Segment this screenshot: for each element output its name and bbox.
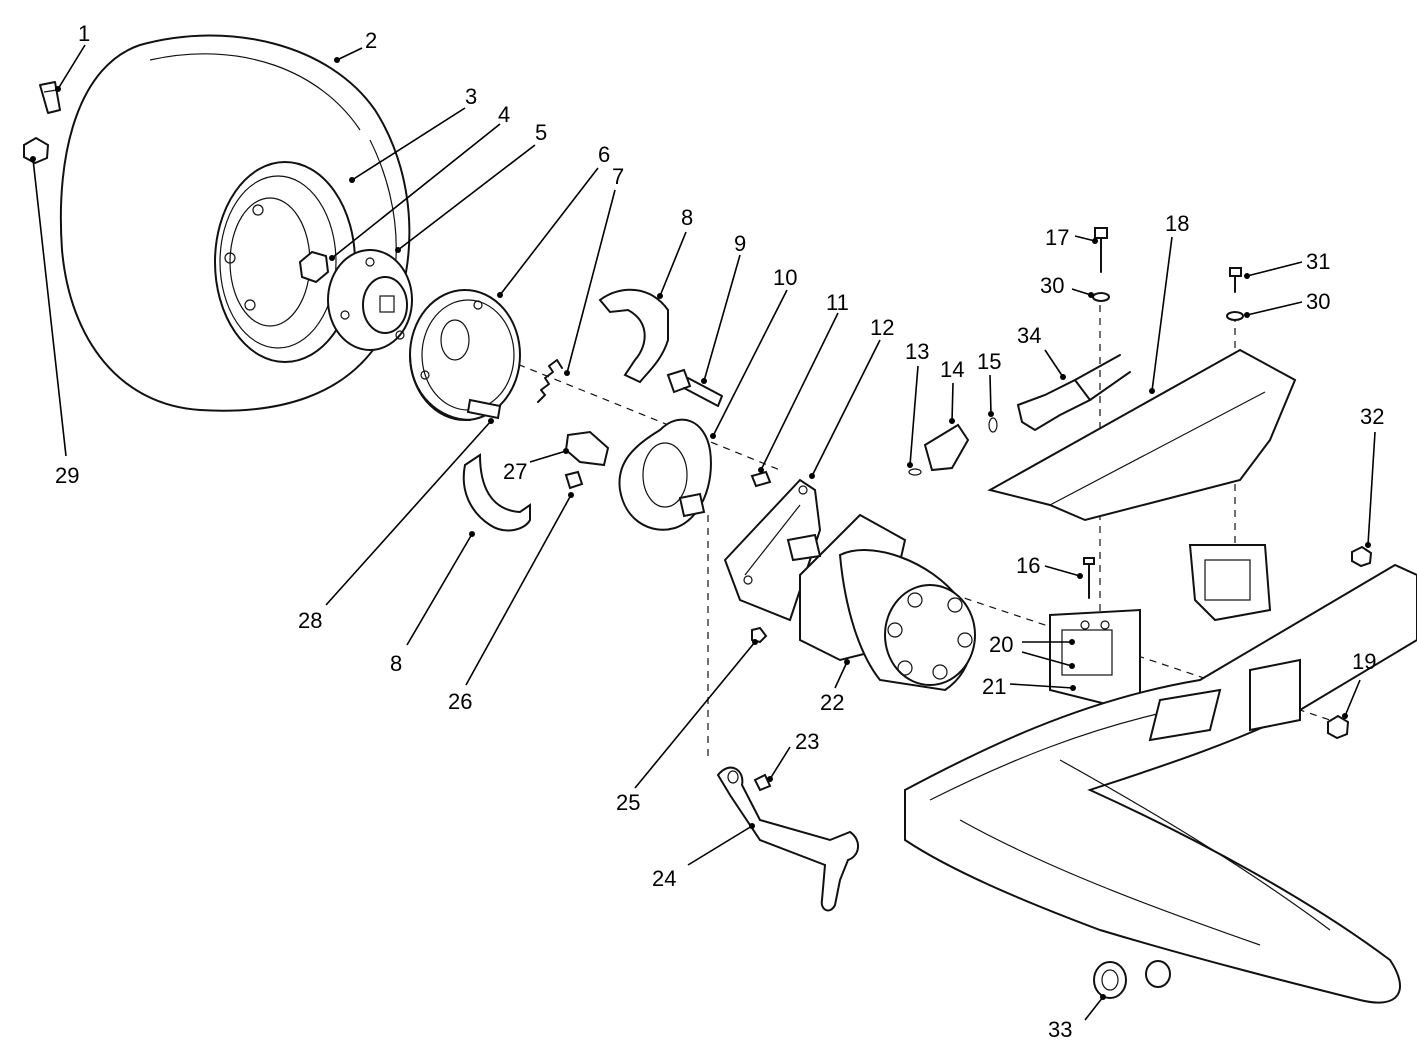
callout-24: 24 — [652, 866, 676, 891]
hydraulic-wheel-motor — [786, 513, 976, 692]
flange-bushing — [1093, 960, 1171, 999]
callout-11: 11 — [826, 290, 849, 315]
callout-19: 19 — [1352, 649, 1376, 674]
elbow-fitting — [923, 423, 970, 472]
hub-nut — [298, 250, 330, 284]
callout-23: 23 — [795, 729, 819, 754]
mower-frame — [904, 544, 1417, 1004]
callout-33: 33 — [1048, 1017, 1072, 1042]
callout-26: 26 — [448, 689, 472, 714]
lug-nut — [23, 136, 50, 165]
callout-25: 25 — [616, 790, 640, 815]
callout-9: 9 — [734, 231, 746, 256]
callout-8-lower: 8 — [390, 651, 402, 676]
callout-14: 14 — [940, 357, 964, 382]
nut-19 — [1327, 714, 1350, 740]
callout-32: 32 — [1360, 404, 1384, 429]
shaft-key — [750, 470, 772, 488]
callout-27: 27 — [503, 459, 527, 484]
callout-16: 16 — [1016, 553, 1040, 578]
callout-17: 17 — [1045, 225, 1069, 250]
wheel-cylinder — [564, 430, 610, 467]
bleeder-screw — [564, 470, 584, 490]
washer-30b — [1226, 311, 1244, 321]
callout-18: 18 — [1165, 211, 1189, 236]
callout-34: 34 — [1017, 323, 1041, 348]
callout-13: 13 — [905, 339, 929, 364]
brake-drum — [409, 289, 521, 421]
callout-31: 31 — [1306, 249, 1330, 274]
callout-30-left: 30 — [1040, 273, 1064, 298]
callout-4: 4 — [498, 102, 510, 127]
hydraulic-hose — [1016, 354, 1131, 432]
o-ring-15 — [988, 417, 998, 433]
nut-32 — [1351, 545, 1373, 568]
bolt-17 — [1094, 227, 1108, 273]
tire — [59, 34, 411, 412]
wheel-rim — [214, 161, 356, 363]
callout-30-right: 30 — [1306, 289, 1330, 314]
callout-3: 3 — [465, 84, 477, 109]
wheel-hub — [327, 249, 413, 351]
callout-5: 5 — [535, 120, 547, 145]
callout-21: 21 — [982, 674, 1006, 699]
callout-labels: 1 2 3 4 5 6 7 8 8 9 10 11 12 13 14 15 16… — [55, 21, 1384, 1042]
callout-leaders — [30, 44, 1376, 1021]
jam-nut-25 — [751, 626, 768, 644]
callout-15: 15 — [977, 349, 1001, 374]
drum-stud — [466, 398, 502, 420]
callout-6: 6 — [598, 142, 610, 167]
rod-clip — [753, 773, 772, 792]
callout-22: 22 — [820, 690, 844, 715]
callout-12: 12 — [870, 315, 894, 340]
bolt-31 — [1229, 267, 1242, 293]
motor-cover-plate — [987, 348, 1297, 522]
motor-mount-bracket — [723, 478, 822, 622]
backing-plate — [618, 418, 712, 531]
brake-shoe-lower — [462, 453, 531, 532]
lug-bolt — [39, 81, 61, 114]
callout-20: 20 — [989, 632, 1013, 657]
callout-29: 29 — [55, 463, 79, 488]
o-ring-13 — [908, 468, 922, 476]
bolt-16 — [1083, 557, 1095, 599]
callout-1: 1 — [78, 21, 90, 46]
callout-8-upper: 8 — [681, 205, 693, 230]
mounting-bolt — [666, 368, 723, 407]
callout-10: 10 — [773, 265, 797, 290]
brake-spring — [537, 359, 563, 403]
callout-2: 2 — [365, 28, 377, 53]
callout-7: 7 — [612, 164, 624, 189]
callout-28: 28 — [298, 608, 322, 633]
washer-30a — [1092, 292, 1110, 302]
brake-shoe-upper — [598, 288, 669, 384]
brake-rod — [716, 766, 859, 912]
